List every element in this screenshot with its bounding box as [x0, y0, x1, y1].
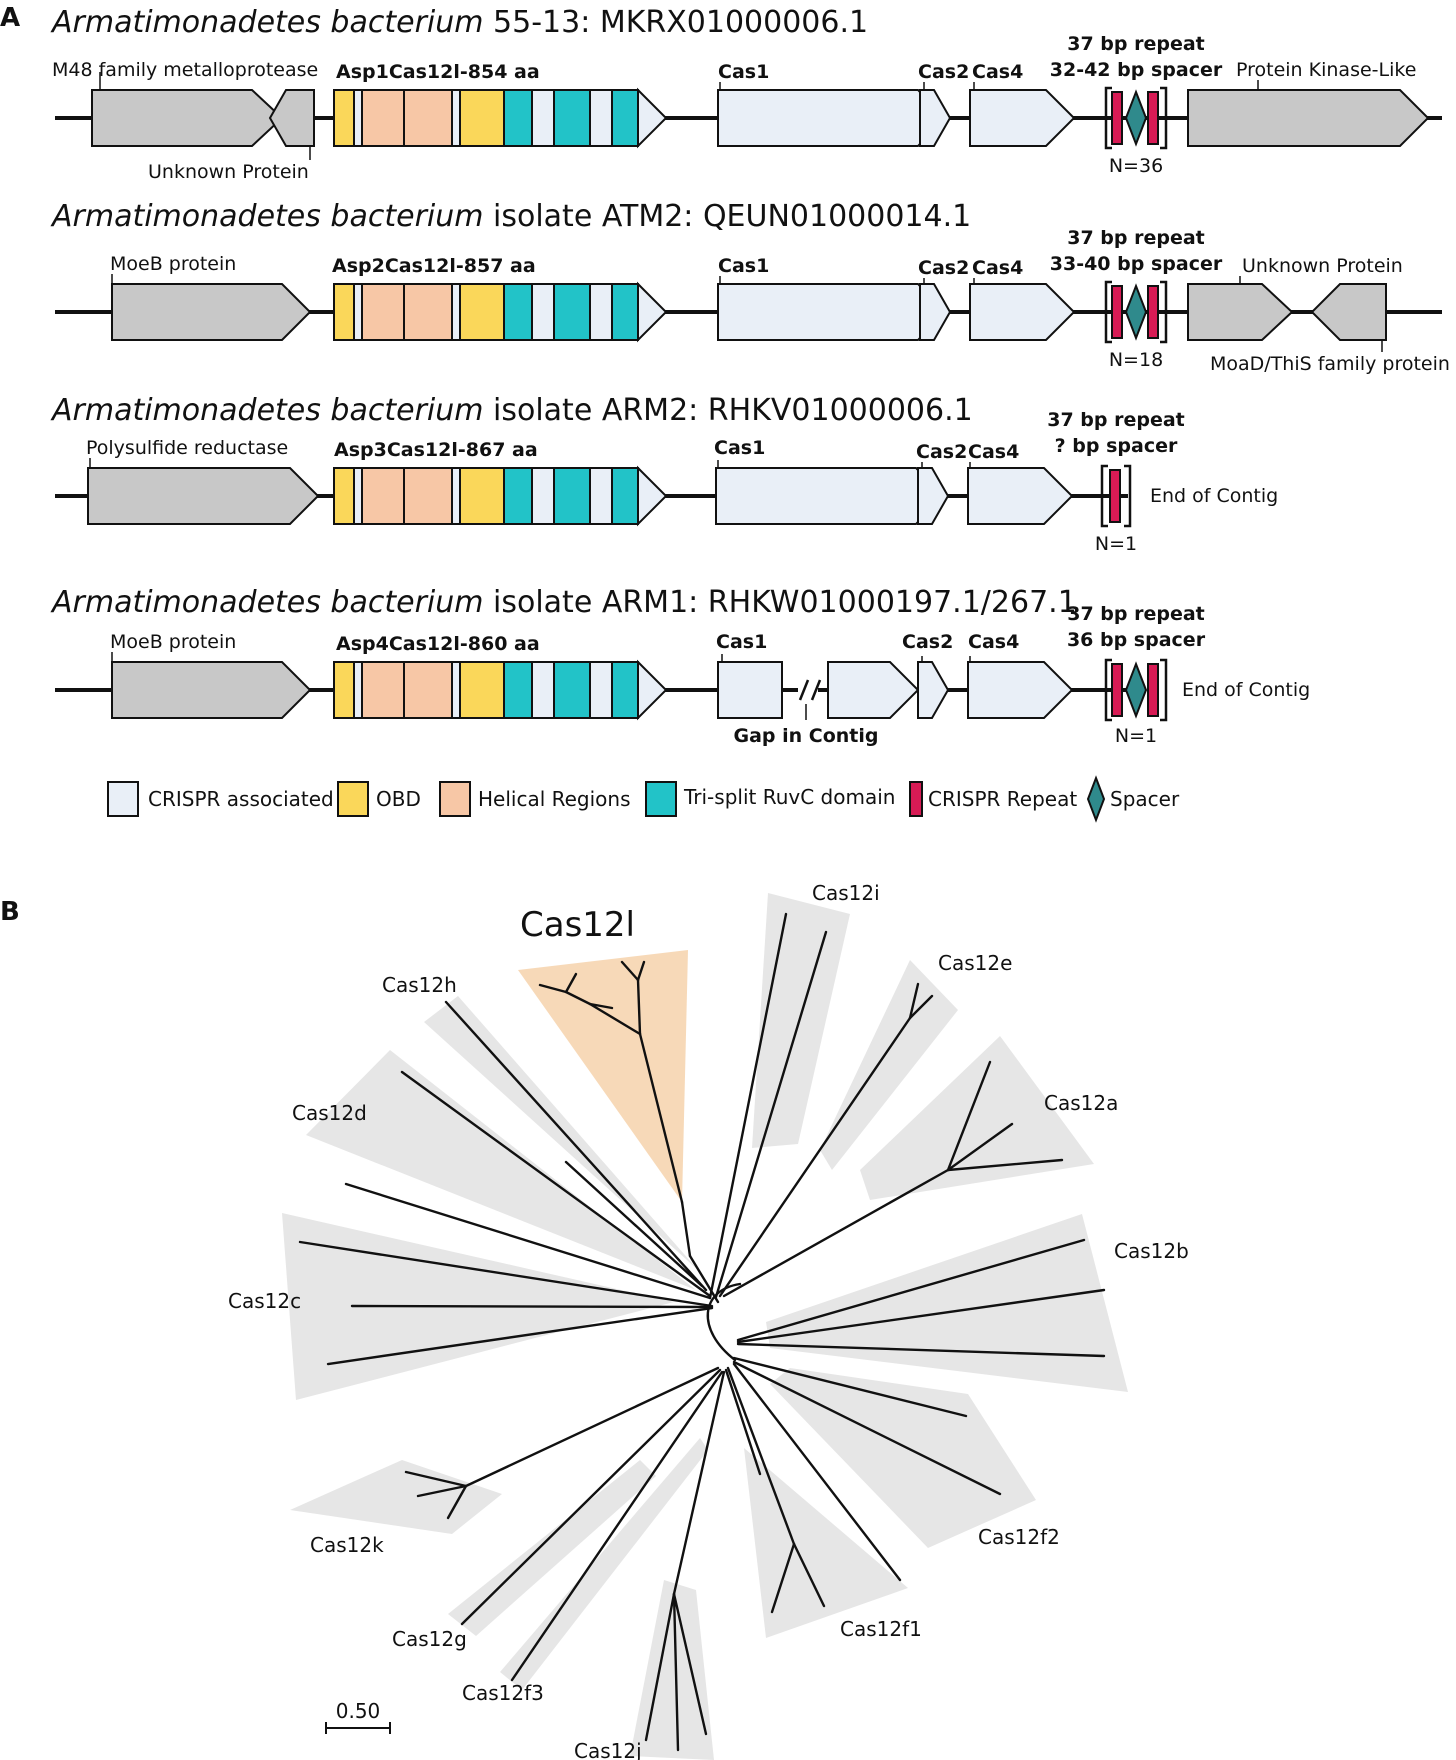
clade-shade-cas12f3: [500, 1438, 708, 1690]
panel-b-label: B: [0, 897, 20, 927]
clade-shade-cas12a: [860, 1036, 1094, 1200]
locus-4: Armatimonadetes bacterium isolate ARM1: …: [50, 585, 1310, 747]
clade-label-cas12f3: Cas12f3: [462, 1681, 544, 1705]
crispr-array: [1104, 280, 1168, 344]
cas2-label: Cas2: [916, 441, 967, 463]
crispr-array: [1100, 464, 1132, 528]
clade-shade-cas12e: [820, 960, 958, 1170]
clade-label-cas12c: Cas12c: [228, 1289, 301, 1313]
locus-2-organism: Armatimonadetes bacterium isolate ATM2: …: [50, 199, 971, 234]
legend-ruvc: Tri-split RuvC domain: [683, 785, 895, 809]
clade-shade-cas12k: [290, 1460, 502, 1534]
clade-label-cas12f2: Cas12f2: [978, 1525, 1060, 1549]
clade-label-cas12d: Cas12d: [292, 1101, 367, 1125]
flank-left-label: MoeB protein: [110, 631, 236, 653]
cas4-label: Cas4: [972, 61, 1023, 83]
locus-3: Armatimonadetes bacterium isolate ARM2: …: [50, 393, 1278, 555]
scale-bar: 0.50: [325, 1699, 391, 1734]
legend: CRISPR associated OBD Helical Regions Tr…: [107, 775, 1180, 823]
gap-label: Gap in Contig: [733, 725, 878, 747]
cas1-label: Cas1: [716, 631, 767, 653]
cas12l-clade-shade: [518, 950, 688, 1202]
clade-shade-cas12g: [448, 1460, 656, 1636]
clade-label-cas12f1: Cas12f1: [840, 1617, 922, 1641]
flank-right-label: Unknown Protein: [1242, 255, 1403, 277]
flank-left2-label: Unknown Protein: [148, 161, 309, 183]
cas4-label: Cas4: [968, 441, 1019, 463]
crispr-array: [1104, 658, 1168, 722]
repeat-label: 37 bp repeat: [1067, 227, 1205, 249]
cas12-label: Asp3Cas12l-867 aa: [334, 439, 538, 461]
cas12-label: Asp4Cas12l-860 aa: [336, 633, 540, 655]
locus-4-organism: Armatimonadetes bacterium isolate ARM1: …: [50, 585, 1077, 620]
cas4-label: Cas4: [972, 257, 1023, 279]
clade-label-cas12b: Cas12b: [1114, 1239, 1189, 1263]
repeat-label: 37 bp repeat: [1047, 409, 1185, 431]
clade-label-cas12l: Cas12l: [520, 905, 635, 945]
flank-left-label: MoeB protein: [110, 253, 236, 275]
crispr-array: [1104, 86, 1168, 150]
clade-label-cas12g: Cas12g: [392, 1627, 467, 1651]
end-of-contig-label: End of Contig: [1150, 485, 1278, 507]
cas1-label: Cas1: [718, 255, 769, 277]
clade-label-cas12h: Cas12h: [382, 973, 457, 997]
cas12-label: Asp1Cas12l-854 aa: [336, 61, 540, 83]
clade-label-cas12e: Cas12e: [938, 951, 1012, 975]
legend-spacer: Spacer: [1110, 787, 1180, 811]
n-label: N=1: [1095, 533, 1137, 555]
locus-1: Armatimonadetes bacterium 55-13: MKRX010…: [50, 5, 1442, 183]
repeat-label: 37 bp repeat: [1067, 603, 1205, 625]
repeat-label: 37 bp repeat: [1067, 33, 1205, 55]
clade-shade-cas12i: [752, 893, 850, 1148]
spacer-label: 32-42 bp spacer: [1050, 59, 1223, 81]
legend-cas-assoc: CRISPR associated: [148, 787, 334, 811]
clade-label-cas12k: Cas12k: [310, 1533, 384, 1557]
clade-label-cas12j: Cas12j: [574, 1739, 642, 1760]
cas2-label: Cas2: [918, 61, 969, 83]
legend-helical: Helical Regions: [478, 787, 631, 811]
flank-right2-label: MoaD/ThiS family protein: [1210, 353, 1450, 375]
spacer-label: ? bp spacer: [1055, 435, 1178, 457]
spacer-label: 36 bp spacer: [1067, 629, 1206, 651]
clade-label-cas12a: Cas12a: [1044, 1091, 1118, 1115]
clade-shade-cas12h: [424, 996, 698, 1270]
legend-obd: OBD: [376, 787, 421, 811]
cas2-label: Cas2: [902, 631, 953, 653]
cas2-label: Cas2: [918, 257, 969, 279]
n-label: N=36: [1109, 155, 1163, 177]
tree-branches: [298, 912, 1106, 1752]
locus-3-organism: Armatimonadetes bacterium isolate ARM2: …: [50, 393, 973, 428]
flank-left-label: M48 family metalloprotease: [52, 59, 318, 81]
locus-2: Armatimonadetes bacterium isolate ATM2: …: [50, 199, 1450, 375]
cas1-label: Cas1: [718, 61, 769, 83]
clade-shade-cas12f1: [744, 1448, 908, 1638]
unknown-gene: [268, 89, 315, 147]
scale-bar-label: 0.50: [336, 1699, 381, 1723]
end-of-contig-label: End of Contig: [1182, 679, 1310, 701]
clade-shade-cas12d: [306, 1050, 696, 1290]
cas12-label: Asp2Cas12l-857 aa: [332, 255, 536, 277]
locus-1-organism: Armatimonadetes bacterium 55-13: MKRX010…: [50, 5, 868, 40]
n-label: N=18: [1109, 349, 1163, 371]
flank-left-label: Polysulfide reductase: [86, 437, 288, 459]
contig-gap-break: [798, 679, 822, 720]
cas1-label: Cas1: [714, 437, 765, 459]
flank-right-label: Protein Kinase-Like: [1236, 59, 1416, 81]
clade-label-cas12i: Cas12i: [812, 881, 880, 905]
cas4-label: Cas4: [968, 631, 1019, 653]
phylogenetic-tree: Cas12l Cas12i Cas12e Cas12a Cas12b Cas12…: [228, 881, 1189, 1760]
panel-a-label: A: [0, 3, 20, 33]
legend-repeat: CRISPR Repeat: [928, 787, 1077, 811]
m48-gene: [91, 89, 284, 147]
spacer-label: 33-40 bp spacer: [1050, 253, 1223, 275]
n-label: N=1: [1115, 725, 1157, 747]
